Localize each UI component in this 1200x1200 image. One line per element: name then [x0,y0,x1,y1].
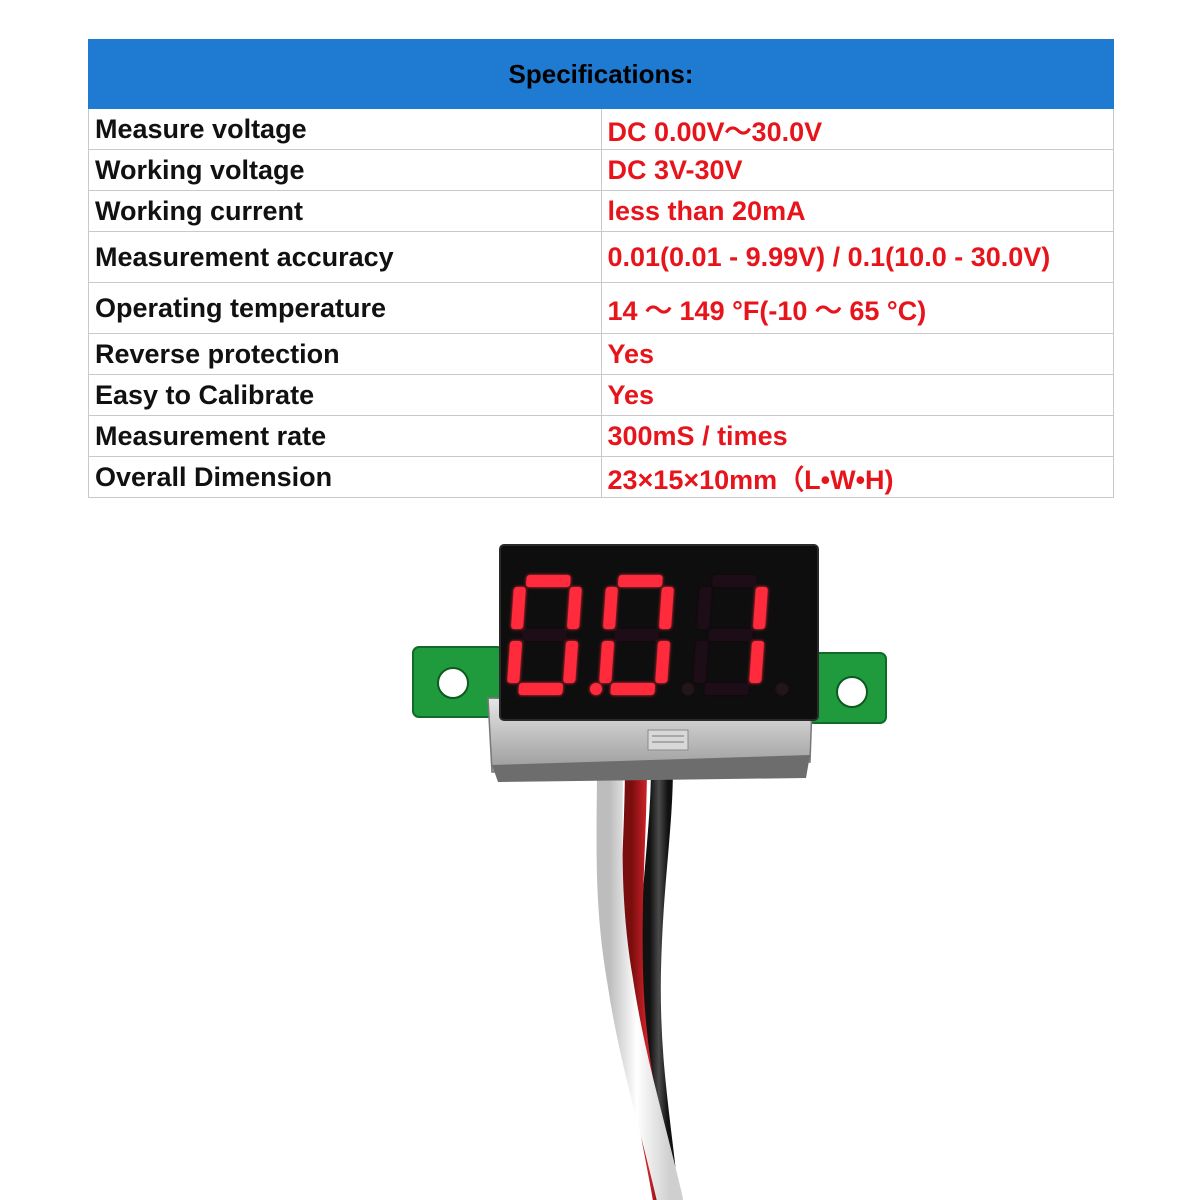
spec-label: Measurement accuracy [88,231,602,283]
spec-label: Measure voltage [88,108,602,150]
segment [567,587,582,629]
spec-label: Measurement rate [88,415,602,457]
segment [507,641,522,683]
table-row: Measure voltage DC 0.00V～30.0V [88,108,1114,150]
seven-segment-digit [693,575,768,695]
digit-readout [507,575,788,695]
segment [655,641,670,683]
spec-value: less than 20mA [600,190,1114,232]
segment [708,629,753,641]
table-row: Working current less than 20mA [88,190,1114,232]
mount-hole-icon [437,667,469,699]
spec-label: Working voltage [88,149,602,191]
segment [522,629,567,641]
decimal-point [776,683,788,695]
seven-segment-digit [599,575,674,695]
pcb-mount-right [807,652,887,724]
table-row: Operating temperature 14 ～ 149 °F(-10 ～ … [88,282,1114,334]
spec-value: 300mS / times [600,415,1114,457]
segment [526,575,571,587]
table-row: Measurement rate 300mS / times [88,415,1114,457]
spec-value: 0.01(0.01 - 9.99V) / 0.1(10.0 - 30.0V) [600,231,1114,283]
table-row: Working voltage DC 3V-30V [88,149,1114,191]
spec-value: Yes [600,374,1114,416]
table-row: Measurement accuracy 0.01(0.01 - 9.99V) … [88,231,1114,283]
segment [603,587,618,629]
segment [614,629,659,641]
spec-label: Reverse protection [88,333,602,375]
segment [697,587,712,629]
wire-bundle [596,752,683,1200]
spec-label: Overall Dimension [88,456,602,498]
segment [753,587,768,629]
table-row: Reverse protection Yes [88,333,1114,375]
spec-value: DC 3V-30V [600,149,1114,191]
table-row: Overall Dimension 23×15×10mm（L•W•H) [88,456,1114,498]
spec-value: DC 0.00V～30.0V [600,108,1114,150]
white-wire [596,752,683,1200]
segment [610,683,656,695]
spec-value: 23×15×10mm（L•W•H) [600,456,1114,498]
spec-value: 14 ～ 149 °F(-10 ～ 65 °C) [600,282,1114,334]
segment [659,587,674,629]
decimal-point [682,683,694,695]
decimal-point [590,683,602,695]
specifications-table: Specifications: Measure voltage DC 0.00V… [88,39,1114,498]
segment [599,641,614,683]
segment [511,587,526,629]
spec-value: Yes [600,333,1114,375]
led-display [499,544,819,721]
segment [712,575,757,587]
segment [704,683,750,695]
segment [693,641,708,683]
table-title: Specifications: [88,39,1114,109]
mount-hole-icon [836,676,868,708]
spec-label: Easy to Calibrate [88,374,602,416]
voltmeter-product-image [412,544,887,1200]
segment [749,641,764,683]
segment [563,641,578,683]
table-header-row: Specifications: [88,39,1114,109]
spec-label: Operating temperature [88,282,602,334]
spec-label: Working current [88,190,602,232]
table-row: Easy to Calibrate Yes [88,374,1114,416]
segment [518,683,564,695]
seven-segment-digit [507,575,582,695]
segment [618,575,663,587]
